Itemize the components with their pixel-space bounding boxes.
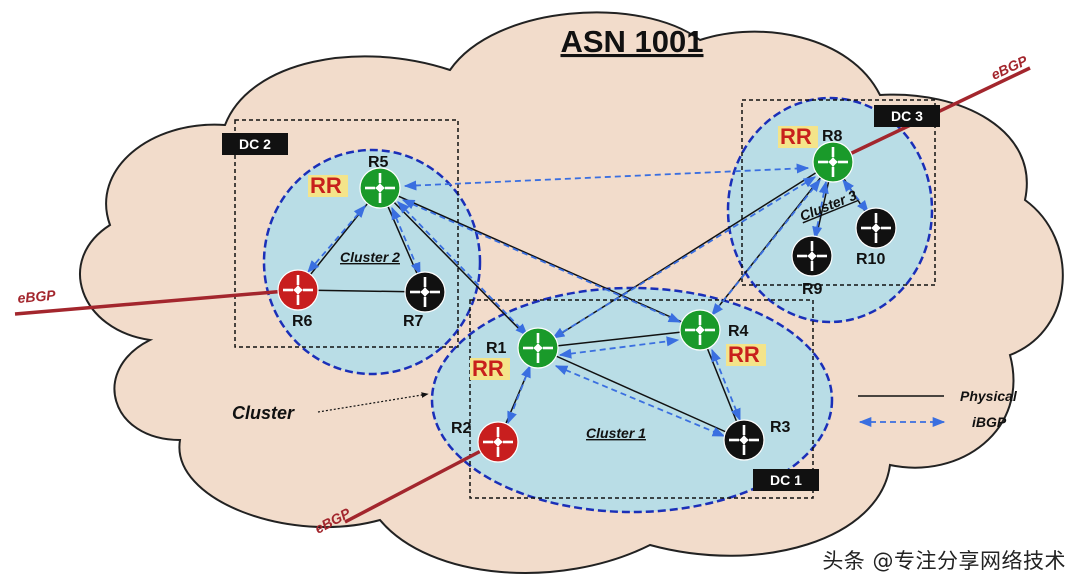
- router-icon: [791, 235, 833, 277]
- router-label: R4: [728, 323, 749, 340]
- router-r6[interactable]: R6: [277, 269, 319, 330]
- route-reflector-badge: RR: [726, 342, 766, 367]
- ebgp-label-left: eBGP: [17, 287, 57, 306]
- dc-3-tag: DC 3: [874, 105, 940, 127]
- router-r10[interactable]: R10: [855, 207, 897, 268]
- router-label: R7: [403, 313, 424, 330]
- router-icon: [855, 207, 897, 249]
- router-r8[interactable]: R8 RR: [778, 124, 854, 183]
- dc-1-tag: DC 1: [753, 469, 819, 491]
- router-label: R10: [856, 251, 885, 268]
- ibgp-r5-r6: [307, 205, 366, 273]
- ibgp-r8-r4: [711, 179, 821, 316]
- route-reflector-badge: RR: [778, 124, 818, 149]
- ibgp-r1-r2: [507, 364, 531, 425]
- router-label: R9: [802, 281, 823, 298]
- rr-label: RR: [472, 356, 504, 381]
- ebgp-link-r2: [344, 440, 499, 524]
- router-label: R2: [451, 420, 472, 437]
- router-label: R5: [368, 154, 389, 171]
- router-r2[interactable]: R2: [451, 420, 519, 463]
- router-label: R1: [486, 340, 507, 357]
- ibgp-r1-r3: [554, 365, 726, 437]
- dc-1-label: DC 1: [770, 472, 802, 488]
- router-icon: [404, 271, 446, 313]
- router-label: R3: [770, 419, 791, 436]
- rr-label: RR: [310, 173, 342, 198]
- dc-2-label: DC 2: [239, 136, 271, 152]
- ibgp-r8-r10: [842, 179, 869, 213]
- ebgp-link-r6: [14, 288, 299, 316]
- watermark: 头条 @专注分享网络技术: [822, 549, 1066, 573]
- router-label: R8: [822, 128, 843, 145]
- legend-ibgp-label: iBGP: [972, 414, 1007, 430]
- router-r9[interactable]: R9: [791, 235, 833, 298]
- dc-2-tag: DC 2: [222, 133, 288, 155]
- router-icon: [517, 327, 559, 369]
- router-icon: [723, 419, 765, 461]
- diagram-title: ASN 1001: [560, 24, 703, 59]
- router-label: R6: [292, 313, 313, 330]
- router-icon: [277, 269, 319, 311]
- ibgp-r4-r3: [711, 348, 741, 422]
- legend: Physical iBGP: [858, 388, 1018, 430]
- router-r7[interactable]: R7: [403, 271, 446, 330]
- rr-label: RR: [728, 342, 760, 367]
- cluster-2-label: Cluster 2: [340, 249, 400, 265]
- rr-label: RR: [780, 124, 812, 149]
- cluster-1-label: Cluster 1: [586, 425, 646, 441]
- route-reflector-badge: RR: [308, 173, 348, 198]
- router-icon: [812, 141, 854, 183]
- router-icon: [477, 421, 519, 463]
- legend-physical-label: Physical: [960, 388, 1018, 404]
- ibgp-sessions: [307, 163, 869, 437]
- router-icon: [359, 167, 401, 209]
- route-reflector-badge: RR: [470, 356, 510, 381]
- cluster-pointer-label: Cluster: [232, 403, 295, 423]
- dc-3-label: DC 3: [891, 108, 923, 124]
- cluster-pointer-arrow: [317, 392, 429, 413]
- router-r3[interactable]: R3: [723, 419, 791, 461]
- router-icon: [679, 309, 721, 351]
